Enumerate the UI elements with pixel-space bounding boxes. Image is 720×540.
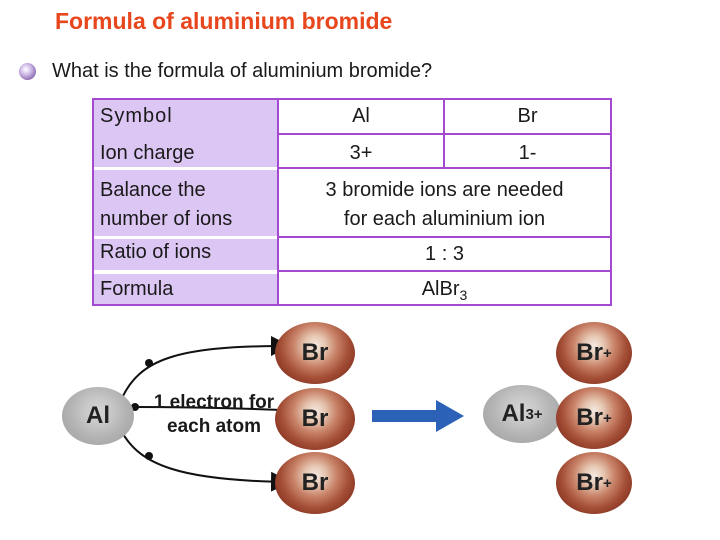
br-atom: Br [275,388,355,450]
symbol-br: Br [517,105,538,127]
br-atom: Br [275,322,355,384]
br-atom: Br [275,452,355,514]
br-ion: Br+ [556,322,632,384]
page-title: Formula of aluminium bromide [55,8,393,34]
symbol-al: Al [352,105,370,127]
reaction-arrow-icon [372,400,464,432]
br-ion: Br+ [556,452,632,514]
electron-dot [145,359,153,367]
formula-label: Formula [94,276,277,303]
al-atom: Al [62,387,134,445]
ratio-value: 1 : 3 [425,243,464,265]
formula-value: AlBr3 [421,278,468,303]
electron-dot [145,452,153,460]
bullet-icon [19,63,36,80]
br-ion: Br+ [556,387,632,449]
question-text: What is the formula of aluminium bromide… [52,60,433,82]
charge-br: 1- [518,142,537,164]
electron-path-bottom [121,431,291,492]
charge-al: 3+ [349,142,373,164]
ratio-label: Ratio of ions [94,239,277,266]
electron-path-top [121,336,291,399]
symbol-label: Symbol [94,103,277,130]
ion-charge-label: Ion charge [94,140,277,167]
electron-path-middle [134,406,283,411]
